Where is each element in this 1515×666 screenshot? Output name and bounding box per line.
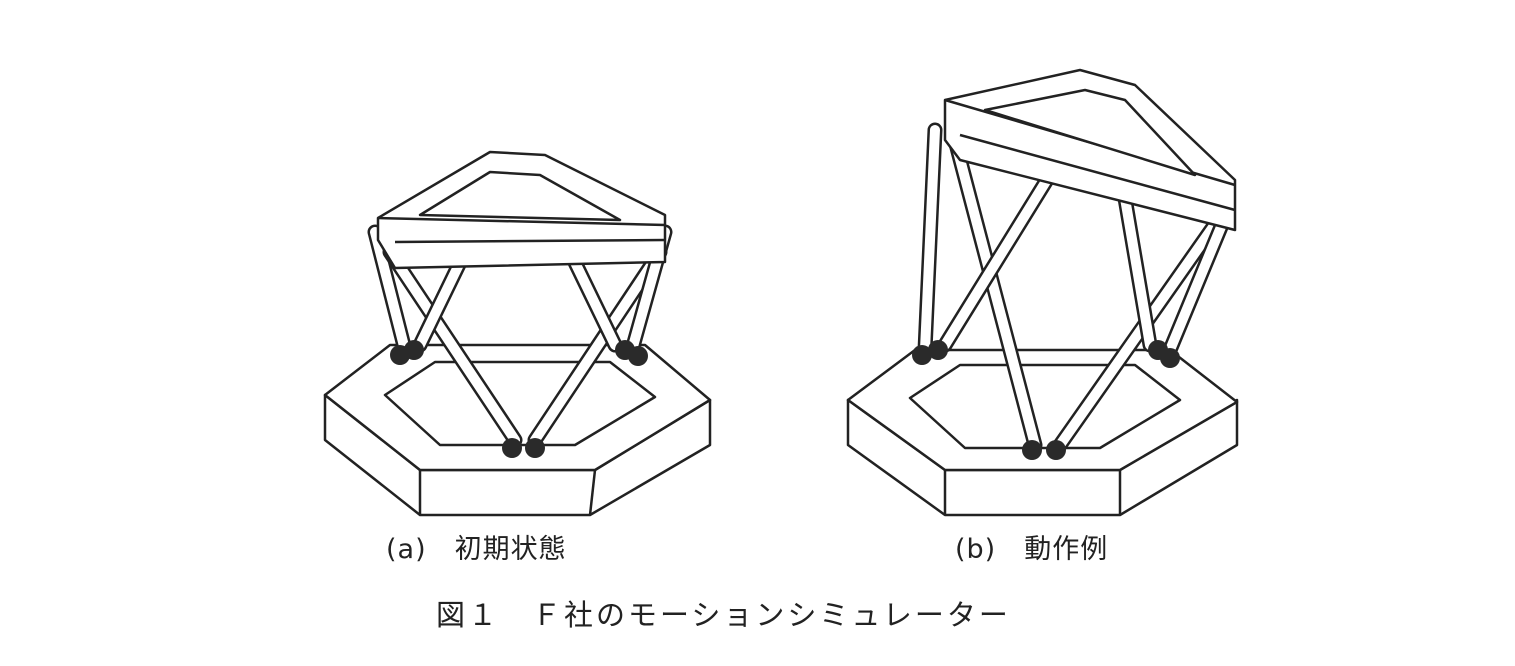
top-platform bbox=[376, 150, 667, 270]
base-hexagon bbox=[323, 343, 712, 517]
simulator-motion-example bbox=[846, 68, 1239, 517]
simulator-initial-state bbox=[323, 150, 712, 517]
top-platform bbox=[943, 68, 1237, 232]
joint-balls bbox=[912, 340, 1180, 460]
caption-b: (b) 動作例 bbox=[955, 534, 1109, 565]
caption-a: (a) 初期状態 bbox=[386, 534, 567, 565]
joint-balls bbox=[390, 340, 648, 458]
legs bbox=[917, 102, 1236, 453]
figure-title: 図１ Ｆ社のモーションシミュレーター bbox=[436, 598, 1011, 632]
base-hexagon bbox=[846, 348, 1239, 517]
